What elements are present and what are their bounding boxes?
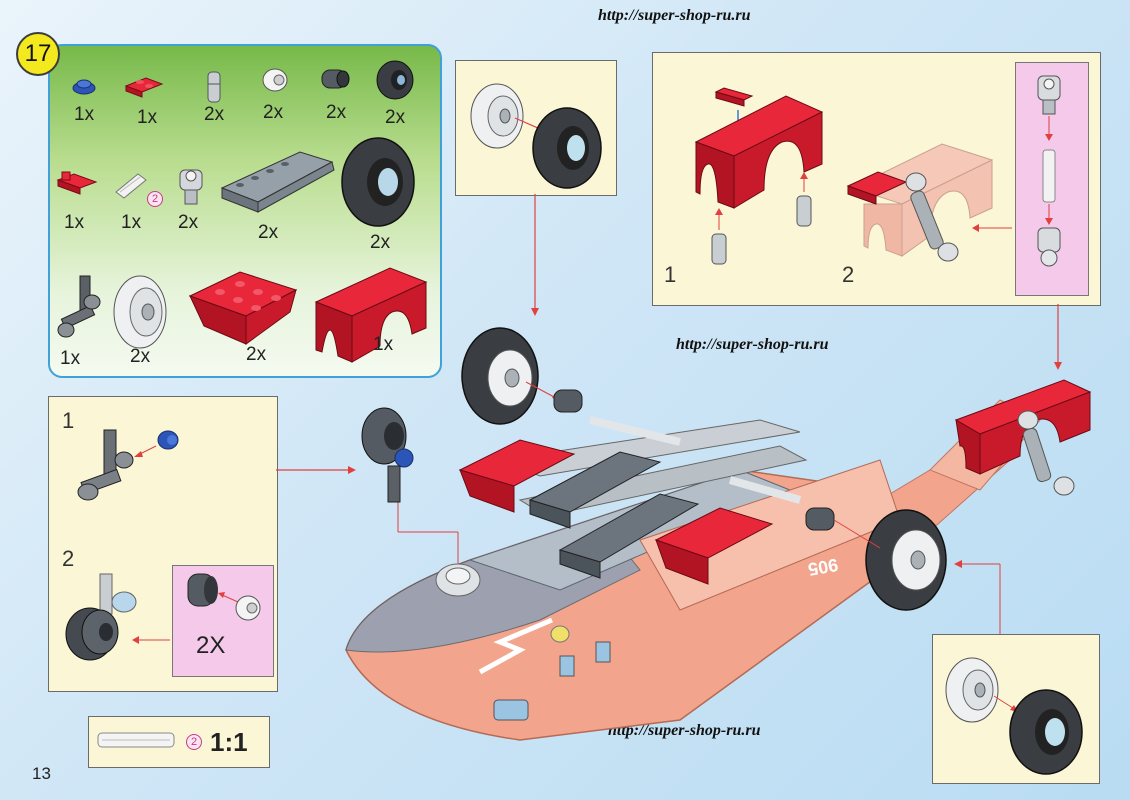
axle-icon xyxy=(115,173,147,199)
wheel-assembly-top-illustration xyxy=(470,83,602,189)
wheel-assembly-bottom-illustration xyxy=(945,657,1083,775)
white-bush-icon xyxy=(262,68,288,92)
red-plate-with-clip-icon xyxy=(56,171,98,195)
grey-slope-brick-icon xyxy=(220,151,335,213)
qty-grey-slope-brick: 2x xyxy=(258,222,279,243)
axle-connector-icon xyxy=(179,169,203,205)
qty-red-plate-with-clip: 1x xyxy=(64,212,85,233)
axle-scale-illustration xyxy=(97,732,175,748)
watermark-url-top: http://super-shop-ru.ru xyxy=(598,7,751,24)
dark-grey-bush-icon xyxy=(321,69,350,89)
grey-pin-icon xyxy=(207,71,221,103)
qty-bent-connector: 1x xyxy=(60,348,81,369)
left-step-1-label: 1 xyxy=(62,408,75,433)
qty-red-plate: 1x xyxy=(137,107,158,128)
large-tire-icon xyxy=(341,137,415,227)
watermark-url-bottom: http://super-shop-ru.ru xyxy=(608,722,761,739)
connector-assembly-illustration xyxy=(65,429,261,661)
top-right-step-1-label: 1 xyxy=(664,262,677,287)
qty-white-bush: 2x xyxy=(263,102,284,123)
bent-connector-icon xyxy=(57,275,101,338)
qty-grey-pin: 2x xyxy=(204,104,225,125)
scale-ratio-label: 1:1 xyxy=(210,727,248,757)
watermark-url-middle: http://super-shop-ru.ru xyxy=(676,336,829,353)
qty-axle-connector: 2x xyxy=(178,212,199,233)
qty-blue-round-plate: 1x xyxy=(74,104,95,125)
qty-red-arch: 1x xyxy=(373,334,394,355)
axle-length-badge: 2 xyxy=(147,191,163,207)
red-slope-2x3-icon xyxy=(188,271,298,345)
small-tire-icon xyxy=(376,60,414,100)
top-right-step-2-label: 2 xyxy=(842,262,855,287)
qty-axle: 1x xyxy=(121,212,142,233)
qty-red-slope-2x3: 2x xyxy=(246,344,267,365)
qty-dark-grey-bush: 2x xyxy=(326,102,347,123)
left-step-2-label: 2 xyxy=(62,546,75,571)
step-number-badge: 17 xyxy=(16,32,60,76)
wheel-bush-multiplier: 2X xyxy=(196,632,226,659)
qty-small-tire: 2x xyxy=(385,107,406,128)
wheel-rim-icon xyxy=(113,275,167,349)
page-number: 13 xyxy=(32,764,51,783)
qty-large-tire: 2x xyxy=(370,232,391,253)
qty-wheel-rim: 2x xyxy=(130,346,151,367)
blue-round-plate-icon xyxy=(72,79,96,95)
red-plate-icon xyxy=(124,77,164,98)
arch-assembly-illustration xyxy=(694,75,1061,267)
scale-axle-badge: 2 xyxy=(186,734,202,750)
red-arch-icon xyxy=(314,267,428,363)
